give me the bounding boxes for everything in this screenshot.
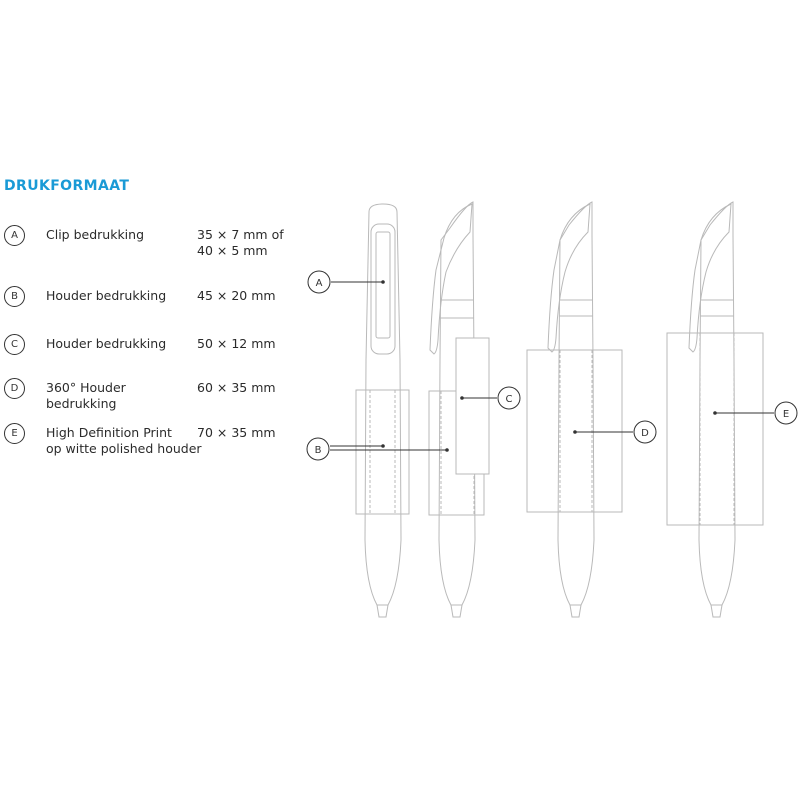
pen-tip (569, 604, 582, 618)
badge-b: B (4, 286, 25, 307)
clip-print-area (375, 231, 391, 339)
pen-tip (450, 604, 463, 618)
badge-e: E (4, 423, 25, 444)
legend-row-e: E High Definition Print op witte polishe… (0, 423, 300, 473)
pen-tip (376, 604, 389, 618)
pen-body-outline (557, 201, 595, 606)
pen-side-view (428, 201, 490, 618)
badge-d: D (4, 378, 25, 399)
print-area-d (526, 349, 623, 513)
pen-body-outline (698, 201, 736, 606)
legend-row-a: A Clip bedrukking 35 × 7 mm of 40 × 5 mm (0, 225, 300, 275)
row-description: High Definition Print op witte polished … (46, 425, 202, 456)
row-description: Clip bedrukking (46, 227, 145, 242)
callout-label-c: C (506, 394, 513, 405)
leader-dot (445, 448, 449, 452)
legend-row-c: C Houder bedrukking 50 × 12 mm (0, 334, 300, 384)
callout-circle-e (774, 401, 798, 425)
leader-dot (573, 430, 577, 434)
row-description: Houder bedrukking (46, 336, 167, 351)
print-area-e (666, 332, 764, 526)
row-description: 360° Houder bedrukking (46, 380, 126, 411)
leader-dot (381, 444, 385, 448)
pen-clip-outline (429, 203, 473, 355)
callout-label-e: E (783, 409, 789, 420)
row-size: 70 × 35 mm (197, 425, 276, 440)
print-area-c (455, 337, 490, 475)
pen-body-outline (364, 203, 402, 606)
leader-dot (713, 411, 717, 415)
pen-clip-outline (547, 203, 591, 353)
callout-label-b: B (315, 445, 322, 456)
row-description: Houder bedrukking (46, 288, 167, 303)
row-size: 50 × 12 mm (197, 336, 276, 351)
pen-front-view (355, 203, 410, 618)
print-area-b-pen1 (355, 389, 410, 515)
callout-label-d: D (641, 428, 649, 439)
callout-circle-a (307, 270, 331, 294)
badge-c: C (4, 334, 25, 355)
clip-outline (370, 223, 396, 355)
leader-dot (460, 396, 464, 400)
leader-dot (381, 280, 385, 284)
badge-a: A (4, 225, 25, 246)
callout-circle-c (497, 386, 521, 410)
row-size: 60 × 35 mm (197, 380, 276, 395)
legend-row-b: B Houder bedrukking 45 × 20 mm (0, 286, 300, 336)
pen-360-view (526, 201, 623, 618)
callout-label-a: A (316, 278, 323, 289)
section-title: DRUKFORMAAT (4, 178, 130, 194)
pen-tip (710, 604, 723, 618)
callout-circle-d (633, 420, 657, 444)
row-size: 45 × 20 mm (197, 288, 276, 303)
legend-row-d: D 360° Houder bedrukking 60 × 35 mm (0, 378, 300, 428)
pen-hd-view (666, 201, 764, 618)
pen-clip-outline (688, 203, 732, 353)
callout-circle-b (306, 437, 330, 461)
row-size: 35 × 7 mm of 40 × 5 mm (197, 227, 284, 258)
